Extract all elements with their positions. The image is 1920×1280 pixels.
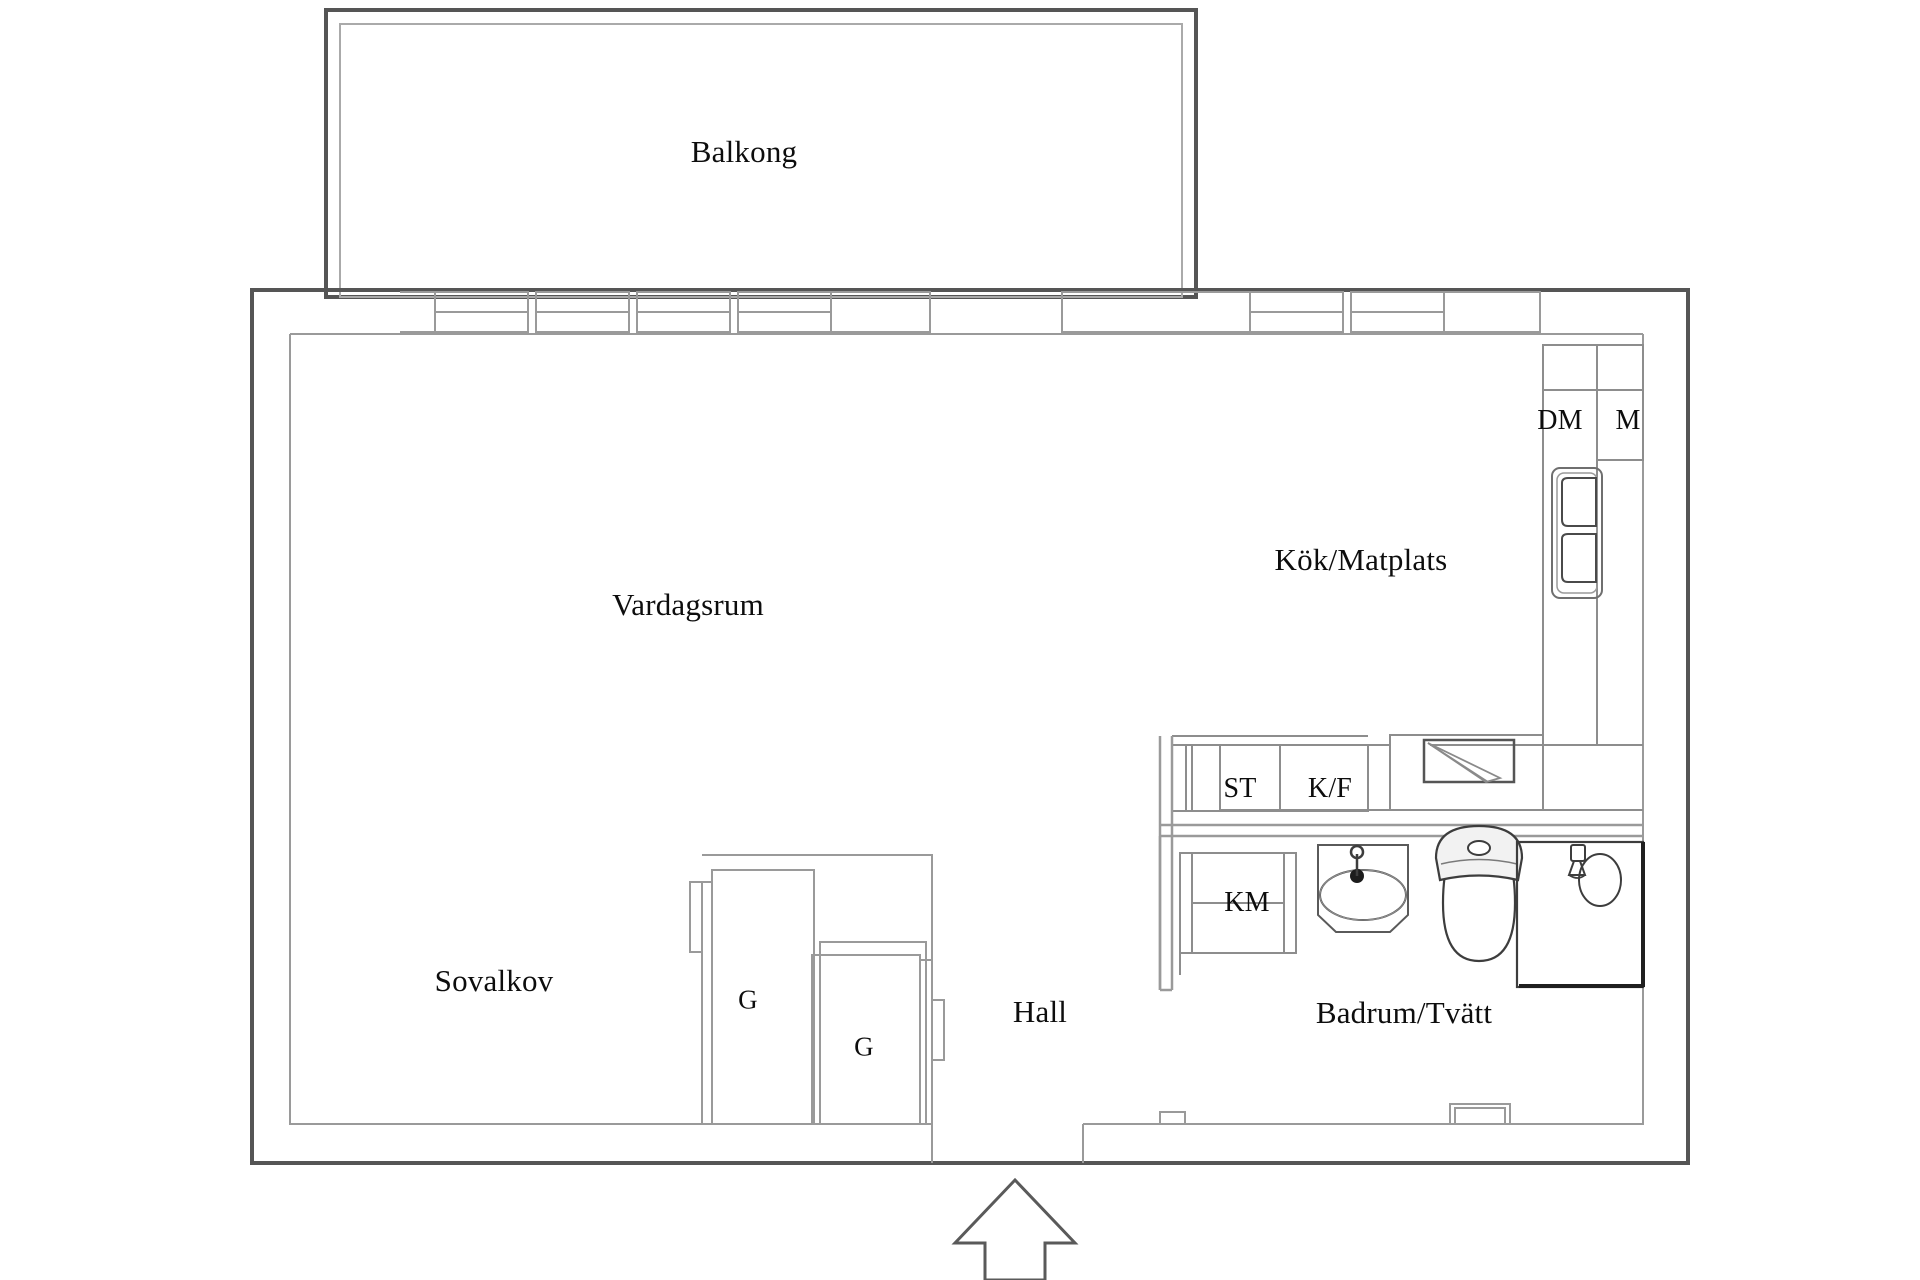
entrance-arrow-icon xyxy=(951,1177,1079,1280)
shower-head-icon xyxy=(1567,844,1587,879)
fixture-label-storage: ST xyxy=(1223,773,1257,804)
door-swing-icon xyxy=(1422,738,1516,784)
toilet-icon xyxy=(1434,824,1524,963)
washer-unit xyxy=(1179,852,1297,975)
apartment-outer-wall xyxy=(250,288,1690,1165)
room-label-balkong: Balkong xyxy=(690,134,798,169)
room-label-kok-matplats: Kök/Matplats xyxy=(1274,542,1448,577)
fixture-label-fridge-freezer: K/F xyxy=(1307,773,1353,804)
fixture-label-wardrobe-left: G xyxy=(738,984,758,1015)
room-label-vardagsrum: Vardagsrum xyxy=(612,587,764,622)
fixture-label-microwave: M xyxy=(1615,405,1641,436)
fixture-label-wardrobe-right: G xyxy=(854,1031,874,1062)
balcony-outline xyxy=(324,8,1198,299)
bottom-wall-details xyxy=(931,1103,1511,1163)
storage-fridge-row xyxy=(1171,735,1369,812)
room-label-hall: Hall xyxy=(1012,994,1068,1029)
fixture-label-washer: KM xyxy=(1224,887,1270,918)
kitchen-sink-icon xyxy=(1551,467,1603,599)
room-label-badrum-tvatt: Badrum/Tvätt xyxy=(1315,995,1493,1030)
floor-drain-icon xyxy=(1578,853,1622,907)
room-label-sovalkov: Sovalkov xyxy=(434,963,554,998)
wardrobe-right-unit xyxy=(811,941,945,1125)
washbasin-icon xyxy=(1317,844,1409,933)
interior-partitions xyxy=(1158,736,1643,992)
window-band-right xyxy=(1061,291,1541,333)
window-band-left xyxy=(400,291,931,333)
fixture-label-dishwasher: DM xyxy=(1537,405,1583,436)
shower-area xyxy=(1515,840,1645,989)
wardrobe-left-unit xyxy=(689,854,933,1125)
